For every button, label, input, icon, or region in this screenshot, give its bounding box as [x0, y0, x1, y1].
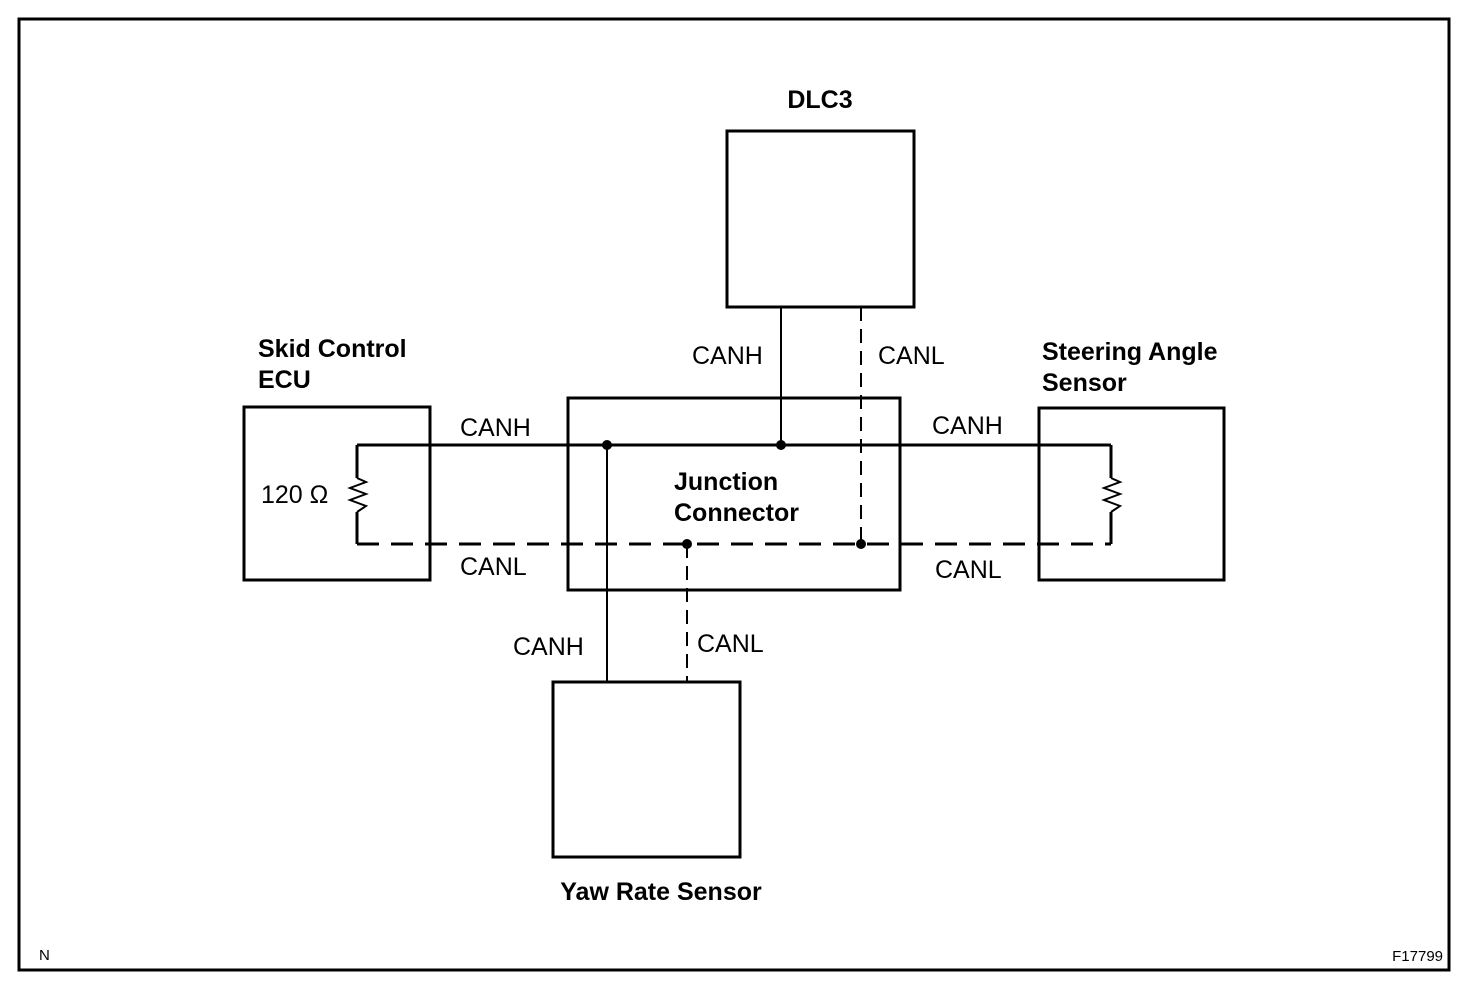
junction-dot-canh-dlc3	[776, 440, 786, 450]
dlc3-box	[725, 129, 916, 309]
junction-dot-canl-yaw	[682, 539, 692, 549]
figure-frame	[17, 17, 1451, 972]
corner-label-n: N	[39, 947, 50, 964]
junction-connector-label-line2: Connector	[674, 499, 799, 527]
yaw-rate-sensor-box	[551, 680, 742, 859]
yaw-rate-sensor-label: Yaw Rate Sensor	[560, 878, 762, 906]
junction-connector-box	[566, 396, 902, 592]
skid-control-ecu-box	[242, 405, 432, 582]
yaw-canl-label: CANL	[697, 630, 764, 658]
sas-resistor-icon	[1101, 477, 1123, 513]
steering-angle-sensor-box	[1037, 406, 1226, 582]
sas-canh-label: CANH	[932, 412, 1003, 440]
steering-angle-sensor-label-line1: Steering Angle	[1042, 338, 1218, 366]
ecu-canl-label: CANL	[460, 553, 527, 581]
skid-control-ecu-label-line2: ECU	[258, 366, 311, 394]
dlc3-label: DLC3	[787, 86, 852, 114]
resistor-value-label: 120 Ω	[261, 481, 328, 509]
dlc3-canl-label: CANL	[878, 342, 945, 370]
figure-id-label: F17799	[1392, 948, 1443, 965]
skid-control-ecu-label-line1: Skid Control	[258, 335, 407, 363]
dlc3-canh-label: CANH	[692, 342, 763, 370]
junction-dot-canl-dlc3	[856, 539, 866, 549]
yaw-canh-label: CANH	[513, 633, 584, 661]
junction-dot-canh-yaw	[602, 440, 612, 450]
ecu-resistor-icon	[347, 477, 369, 513]
junction-connector-label-line1: Junction	[674, 468, 778, 496]
ecu-canh-label: CANH	[460, 414, 531, 442]
steering-angle-sensor-label-line2: Sensor	[1042, 369, 1127, 397]
sas-canl-label: CANL	[935, 556, 1002, 584]
